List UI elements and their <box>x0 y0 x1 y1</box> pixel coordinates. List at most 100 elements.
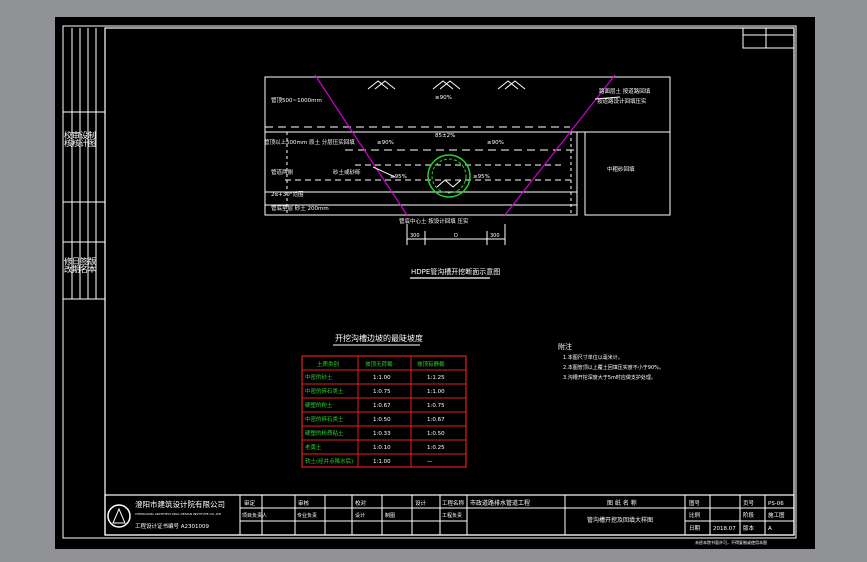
table-cell: — <box>427 459 433 465</box>
slope-line-left <box>314 74 408 216</box>
table-cell: 软土(经井点降水后) <box>305 457 353 465</box>
label-haunch: 2α+30°范围 <box>271 190 304 198</box>
table-cell: 1:0.67 <box>427 417 445 423</box>
table-cell: 中密的碎石类土 <box>305 387 344 395</box>
section-title: HDPE管沟槽开挖断面示意图 <box>411 267 500 276</box>
info-cell: 版本 <box>743 524 755 532</box>
note-item: 2.本图管顶以上覆土回填压实度不小于90%。 <box>563 364 664 371</box>
company-name-en: CHENGYANG ARCHITECTURAL DESIGN INSTITUTE… <box>135 512 222 516</box>
strip-cell-3: 设计 <box>80 130 89 148</box>
label-top-backfill: 管顶500~1000mm <box>271 96 322 104</box>
table-cell: 中密的砂土 <box>305 373 333 381</box>
project-label: 工程名称 <box>442 499 465 507</box>
role-cell: 工程负责 <box>442 512 462 519</box>
table-cell: 1:0.10 <box>373 445 391 451</box>
strip-cell-5: 修改 <box>64 256 73 274</box>
slope-table: 开挖沟槽边坡的最陡坡度 土质类别 坡顶无荷载 坡顶有静载 中密的砂土 1:1.0… <box>301 333 467 468</box>
role-cell: 设计 <box>355 512 365 519</box>
table-cell: 中密的碎石类土 <box>305 415 344 423</box>
role-cell: 审定 <box>244 499 256 507</box>
table-cell: 1:0.67 <box>373 403 391 409</box>
strip-cell-7: 签名 <box>80 256 89 274</box>
label-dim-mid: D <box>454 233 458 239</box>
label-p-side-left: ≥95% <box>390 174 407 180</box>
note-item: 1.本图尺寸单位以毫米计。 <box>563 354 623 361</box>
drawing-name-label: 图 纸 名 称 <box>607 499 637 507</box>
slope-table-title: 开挖沟槽边坡的最陡坡度 <box>335 333 423 343</box>
info-cell: 阶段 <box>743 511 755 519</box>
table-cell: 1:0.33 <box>373 431 391 437</box>
label-dim-right: 300 <box>490 233 500 239</box>
label-right-block: 中粗砂回填 <box>607 165 635 173</box>
strip-cell-4: 制图 <box>88 130 97 148</box>
role-cell: 制图 <box>385 512 395 519</box>
table-header-1: 土质类别 <box>317 360 339 368</box>
info-cell: 比例 <box>689 511 701 519</box>
label-side-left: 管道两侧 <box>271 168 294 176</box>
role-cell: 专业负责 <box>297 512 317 519</box>
project-name: 市政道路排水管道工程 <box>470 499 530 507</box>
role-cell: 设计 <box>415 499 427 507</box>
role-cell: 项目负责人 <box>242 512 267 519</box>
certificate-number: 工程设计证书编号 A2301009 <box>135 522 210 530</box>
title-block: 澄阳市建筑设计院有限公司 CHENGYANG ARCHITECTURAL DES… <box>104 494 795 545</box>
strip-cell-1: 校核 <box>64 130 73 148</box>
table-header-2: 坡顶无荷载 <box>365 360 393 368</box>
label-p-right: ≥90% <box>487 140 504 146</box>
role-cell: 审核 <box>298 499 310 507</box>
label-p-side-right: ≥95% <box>473 174 490 180</box>
strip-cell-6: 日期 <box>72 257 81 274</box>
table-cell: 1:1.00 <box>373 375 391 381</box>
notes-title: 附注 <box>558 342 572 351</box>
table-cell: 1:0.75 <box>373 389 391 395</box>
label-compaction: 85±2% <box>435 133 455 139</box>
pipe-inner-circle <box>431 158 467 194</box>
strip-cell-2: 审核 <box>72 130 81 148</box>
info-cell: PS-06 <box>768 501 784 507</box>
right-block-box <box>584 131 671 216</box>
company-logo-icon <box>107 504 131 528</box>
company-name: 澄阳市建筑设计院有限公司 <box>135 499 225 509</box>
left-title-strip: 校核 审核 设计 制图 修改 日期 签名 版本 <box>63 28 105 300</box>
drawing-sheet: 校核 审核 设计 制图 修改 日期 签名 版本 <box>55 17 815 549</box>
pipe-outer-circle <box>427 154 471 198</box>
info-cell: 施工图 <box>768 511 785 519</box>
bottom-note: 未经本院书面许可，不得复制或使用本图 <box>695 539 767 545</box>
info-cell: A <box>768 526 772 532</box>
table-cell: 老黄土 <box>305 443 322 451</box>
info-cell: 2018.07 <box>713 526 736 532</box>
table-header-3: 坡顶有静载 <box>417 360 445 368</box>
corner-box <box>742 27 795 49</box>
slope-line-right <box>504 74 616 216</box>
label-dim-left: 300 <box>410 233 420 239</box>
label-bedding: 管底垫层 砂土 200mm <box>271 204 329 212</box>
drawing-name: 管沟槽开挖及回填大样图 <box>587 516 653 524</box>
drawing-canvas: 校核 审核 设计 制图 修改 日期 签名 版本 <box>62 25 797 545</box>
info-cell: 日期 <box>689 525 701 532</box>
label-side-left-2: 砂土或砂砾 <box>333 168 361 176</box>
table-cell: 1:1.00 <box>373 459 391 465</box>
table-cell: 1:0.25 <box>427 445 445 451</box>
table-cell: 1:0.75 <box>427 403 445 409</box>
label-p-left: ≥90% <box>377 140 394 146</box>
info-cell: 图号 <box>689 499 701 507</box>
table-cell: 1:0.50 <box>427 431 445 437</box>
label-under-note: 管底中心土 按设计回填 压实 <box>399 217 469 225</box>
outer-frame <box>62 25 797 539</box>
notes-block: 附注 1.本图尺寸单位以毫米计。 2.本图管顶以上覆土回填压实度不小于90%。 … <box>558 342 664 381</box>
table-cell: 硬塑的粉质粘土 <box>305 429 344 437</box>
logo-mark <box>112 507 126 524</box>
label-mid-band: 管顶以上500mm 原土 分层压实回填 <box>264 138 355 146</box>
info-cell: 页号 <box>743 500 755 507</box>
table-cell: 1:0.50 <box>373 417 391 423</box>
note-item: 3.沟槽开挖深度大于5m时应做支护处理。 <box>563 374 656 381</box>
table-cell: 1:1.25 <box>427 375 445 381</box>
strip-cell-8: 版本 <box>88 256 97 274</box>
label-right-top-2: 按道路设计回填压实 <box>597 97 647 105</box>
inner-frame <box>104 27 795 536</box>
trench-section: 管顶500~1000mm 路面层土 按道路回填 按道路设计回填压实 ≥90% 管… <box>264 74 671 279</box>
role-cell: 校对 <box>355 499 367 507</box>
table-cell: 硬塑的粉土 <box>305 401 333 409</box>
label-p-top: ≥90% <box>435 95 452 101</box>
